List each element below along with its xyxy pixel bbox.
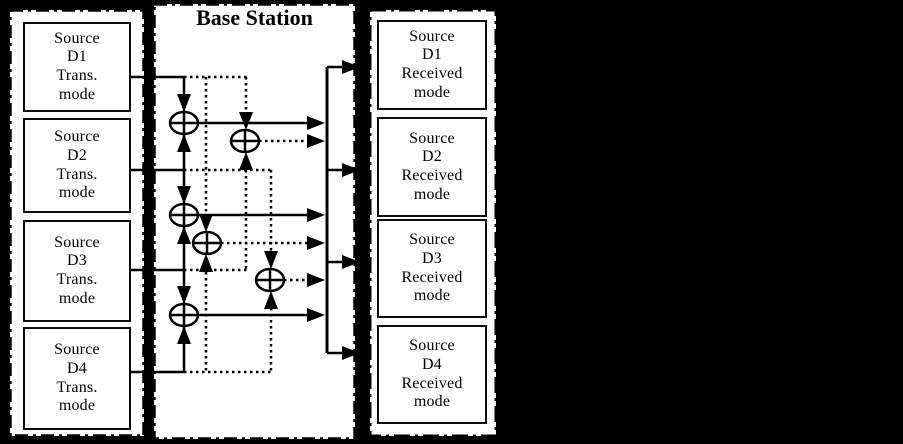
arrowhead [307,208,325,222]
source-d2-trans-box: Source D2 Trans. mode [23,118,131,213]
arrowhead [307,116,325,130]
arrowhead [307,236,325,250]
arrowhead [264,251,278,269]
dotted-wires [184,75,313,374]
arrowheads [177,60,360,360]
arrowhead [177,186,191,204]
arrowhead [177,94,191,112]
source-d3-trans-box: Source D3 Trans. mode [23,220,131,322]
source-d4-received-box: Source D4 Received mode [377,325,487,424]
arrowhead [177,286,191,304]
arrowhead [307,273,325,287]
source-d2-received-box: Source D2 Received mode [377,117,487,217]
source-d4-trans-box: Source D4 Trans. mode [23,327,131,430]
arrowhead [177,326,191,344]
arrowhead [342,60,360,74]
base-station-title: Base Station [196,5,313,30]
source-d1-received-box: Source D1 Received mode [377,20,487,110]
arrowhead [239,152,253,170]
arrowhead [342,163,360,177]
arrowhead [307,308,325,322]
xor-node-d1d3 [229,128,261,154]
xor-node-d2d4 [254,267,286,293]
xor-node-d1d2 [168,110,200,136]
arrowhead [264,291,278,309]
arrowhead [307,134,325,148]
arrowhead [342,255,360,269]
arrowhead [177,226,191,244]
arrowhead [199,254,213,272]
source-d1-trans-box: Source D1 Trans. mode [23,22,131,112]
arrowhead [177,134,191,152]
xor-node-d3d4 [168,302,200,328]
arrowhead [342,346,360,360]
xor-nodes [168,110,286,328]
source-d3-received-box: Source D3 Received mode [377,219,487,318]
arrowhead [199,214,213,232]
arrowhead [239,112,253,130]
xor-node-d1d4 [191,230,223,256]
xor-node-d2d3 [168,202,200,228]
